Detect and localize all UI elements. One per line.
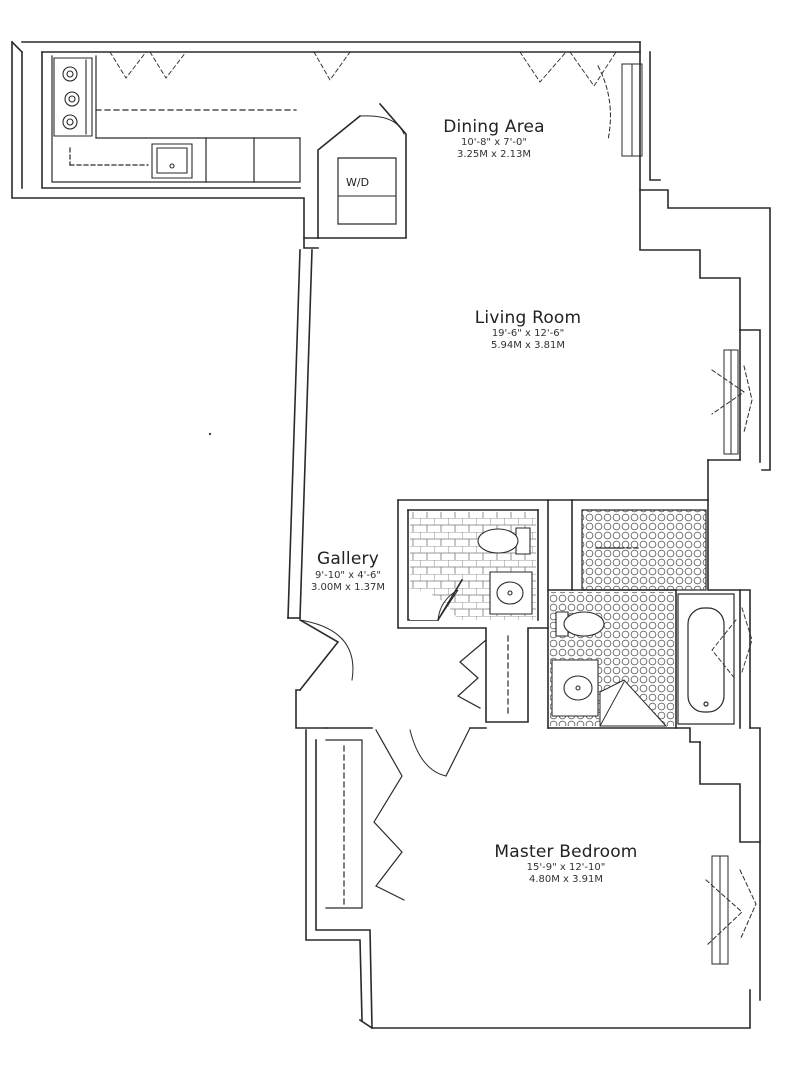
bathroom-1-door-leaf: [438, 580, 462, 620]
stray-mark: [208, 432, 212, 436]
master-bedroom-dim-imperial: 15'-9" x 12'-10": [526, 862, 606, 873]
shower-icon: [582, 510, 706, 590]
bathroom-1-door: [438, 590, 458, 620]
living-window: [712, 350, 752, 454]
washer-dryer-label: W/D: [346, 176, 370, 189]
right-wall-upper: [640, 42, 770, 470]
bathroom-2-door: [600, 679, 668, 726]
dining-window: [598, 64, 642, 156]
bathroom-1-walls: [398, 500, 708, 728]
dining-area-dim-imperial: 10'-8" x 7'-0": [460, 137, 528, 148]
gallery-dim-imperial: 9'-10" x 4'-6": [314, 570, 382, 581]
bathtub-icon: [678, 594, 734, 724]
bathroom-1-door-clear: [410, 590, 458, 620]
dining-area-title: Dining Area: [443, 117, 545, 137]
vanity-sink-icon-2: [552, 660, 598, 716]
washer-dryer-closet: [318, 104, 406, 238]
dining-area-dim-metric: 3.25M x 2.13M: [456, 149, 532, 160]
sink-icon: [152, 144, 192, 178]
toilet-icon-2: [556, 612, 604, 636]
gallery-closet: [458, 636, 508, 716]
living-room-title: Living Room: [474, 308, 582, 328]
bedroom-door: [410, 728, 470, 776]
stove-icon: [54, 58, 92, 136]
kitchen-counter: [52, 56, 300, 182]
bedroom-window: [706, 856, 756, 964]
kitchen-walls: [12, 42, 640, 238]
entry-door: [296, 620, 353, 728]
living-left-wall: [288, 238, 318, 618]
cabinet-doors: [110, 52, 616, 86]
master-bedroom-title: Master Bedroom: [494, 842, 638, 862]
living-room-dim-metric: 5.94M x 3.81M: [490, 340, 566, 351]
master-bedroom-dim-metric: 4.80M x 3.91M: [528, 874, 604, 885]
living-room-dim-imperial: 19'-6" x 12'-6": [491, 328, 565, 339]
bedroom-closet: [326, 730, 404, 908]
right-wall-bath: [676, 500, 752, 742]
toilet-icon: [478, 528, 530, 554]
vanity-sink-icon: [490, 572, 532, 614]
gallery-title: Gallery: [317, 549, 379, 569]
bedroom-walls: [306, 728, 760, 1028]
bathroom-2-walls: [548, 460, 708, 728]
gallery-dim-metric: 3.00M x 1.37M: [310, 582, 386, 593]
